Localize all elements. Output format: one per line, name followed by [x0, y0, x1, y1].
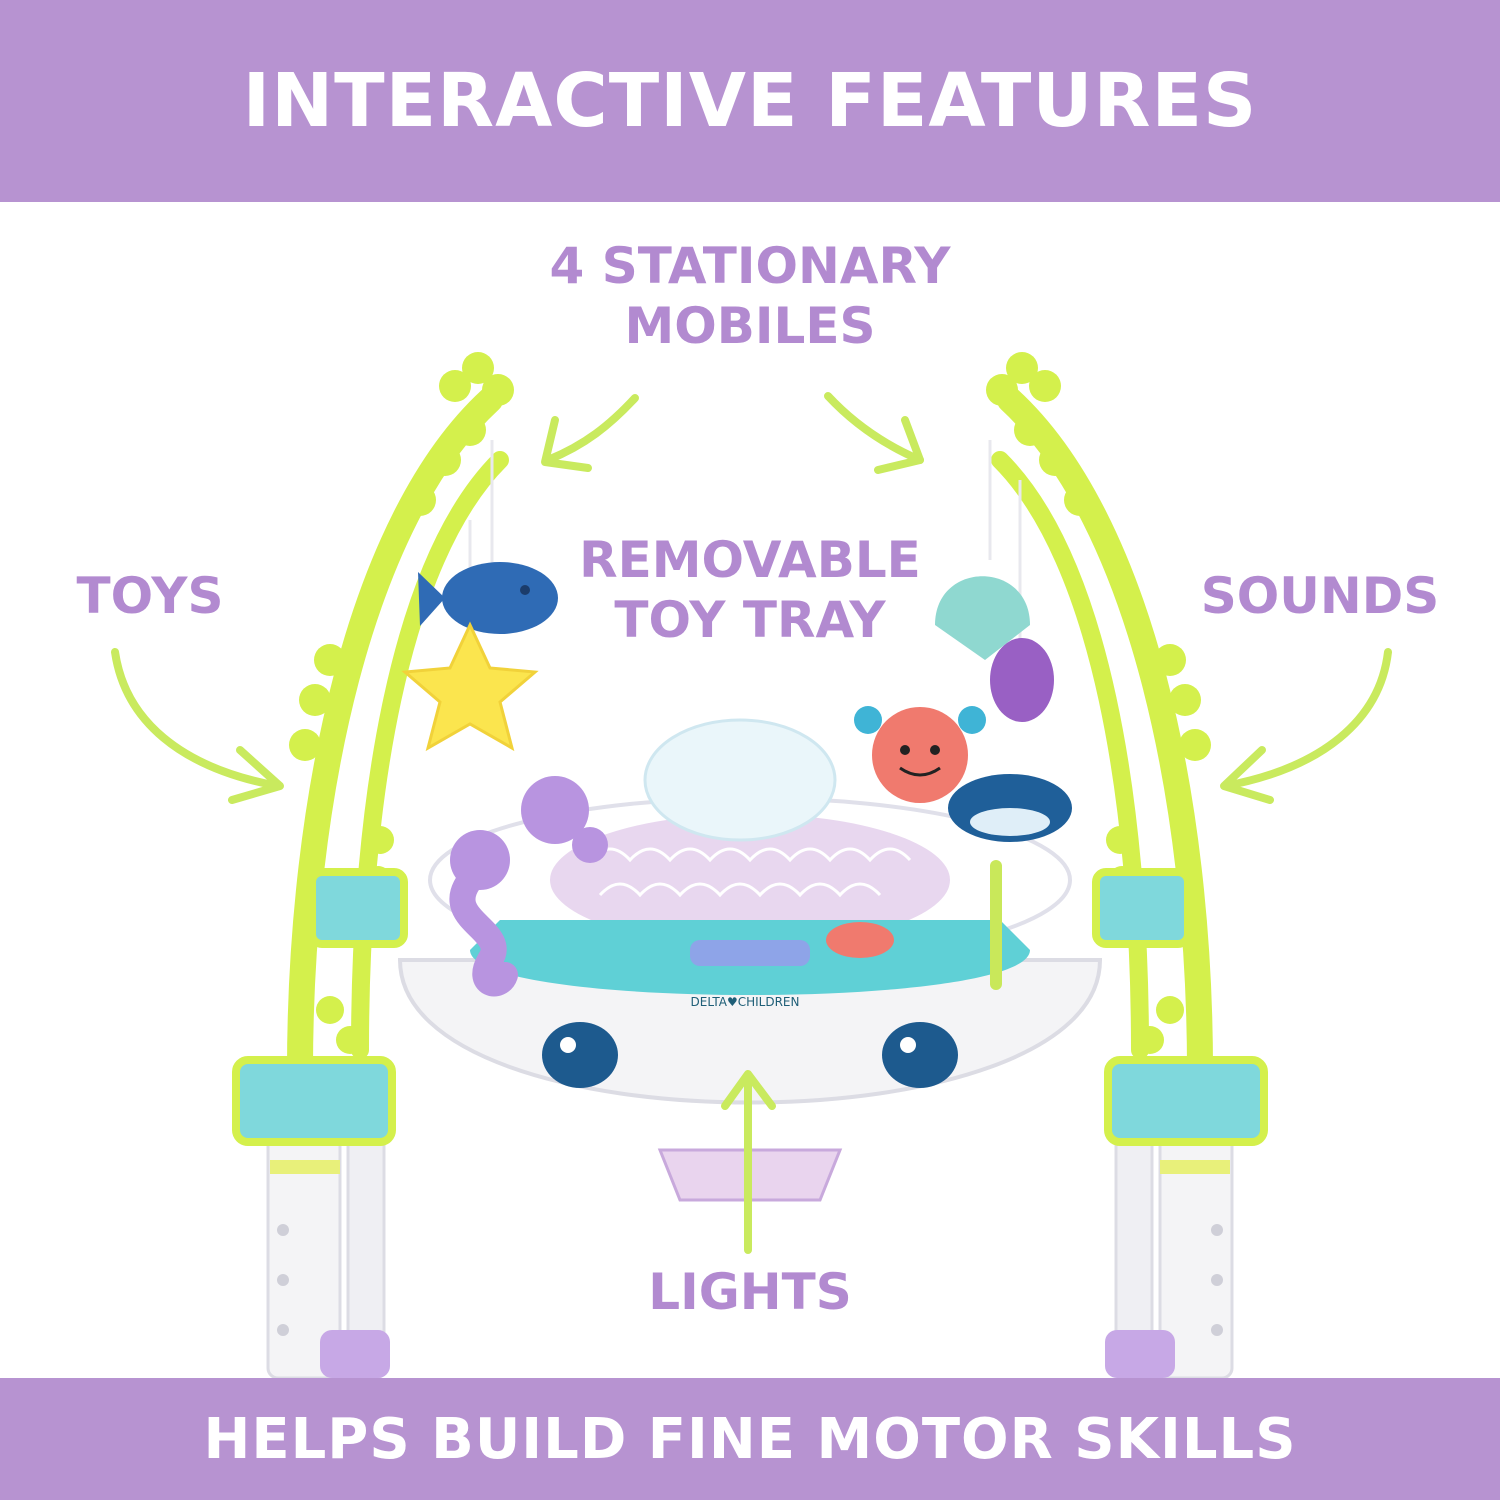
arrow-to-sounds: [1220, 648, 1392, 804]
leg-band: [270, 1160, 340, 1174]
leg-hole: [1211, 1324, 1223, 1336]
octopus-toy: [521, 776, 608, 863]
left-arch-scallops: [289, 352, 514, 1054]
dolphin-toy: [948, 774, 1072, 842]
callout-mobiles-line2: MOBILES: [624, 297, 876, 355]
arrow-to-left-mobile: [541, 394, 639, 472]
arrow-to-right-mobile: [824, 392, 924, 474]
leg-band: [1160, 1160, 1230, 1174]
water-dome: [643, 718, 837, 842]
right-eye-light: [882, 1022, 958, 1088]
leg-hole: [1211, 1224, 1223, 1236]
callout-lights-label: LIGHTS: [648, 1263, 852, 1321]
footer-title: HELPS BUILD FINE MOTOR SKILLS: [203, 1406, 1297, 1472]
callout-sounds: SOUNDS: [1170, 566, 1470, 626]
callout-tray: REMOVABLE TOY TRAY: [560, 530, 940, 650]
clam-toy: [826, 922, 894, 958]
leg-hole: [1211, 1274, 1223, 1286]
arrow-to-toys: [111, 648, 284, 804]
callout-lights: LIGHTS: [600, 1262, 900, 1322]
left-foot: [320, 1330, 390, 1378]
callout-mobiles: 4 STATIONARY MOBILES: [480, 236, 1020, 356]
header-title: INTERACTIVE FEATURES: [242, 58, 1258, 144]
toy-stem: [990, 860, 1002, 990]
purple-shell-mobile: [990, 638, 1054, 722]
leg-hole: [277, 1324, 289, 1336]
right-upper-joint: [1092, 868, 1192, 948]
callout-tray-line1: REMOVABLE: [579, 531, 921, 589]
left-eye-light: [542, 1022, 618, 1088]
fish-mobile: [418, 562, 558, 634]
right-lower-joint: [1104, 1056, 1268, 1146]
header-banner: INTERACTIVE FEATURES: [0, 0, 1500, 202]
callout-tray-line2: TOY TRAY: [614, 591, 886, 649]
leg-hole: [277, 1274, 289, 1286]
arrow-to-lights: [721, 1070, 776, 1254]
callout-mobiles-line1: 4 STATIONARY: [549, 237, 951, 295]
star-mobile: [401, 621, 539, 752]
seat-fabric-top: [550, 814, 950, 946]
left-lower-joint: [232, 1056, 396, 1146]
footer-banner: HELPS BUILD FINE MOTOR SKILLS: [0, 1378, 1500, 1500]
light-button-panel: [690, 940, 810, 966]
crab-toy: [854, 706, 986, 803]
brand-mark: DELTA♥CHILDREN: [691, 995, 800, 1009]
callout-toys: TOYS: [40, 566, 260, 626]
callout-sounds-label: SOUNDS: [1200, 567, 1440, 625]
callout-toys-label: TOYS: [76, 567, 224, 625]
left-upper-joint: [308, 868, 408, 948]
shell-mobile: [935, 576, 1030, 660]
right-foot: [1105, 1330, 1175, 1378]
seahorse-toy: [449, 830, 518, 997]
leg-hole: [277, 1224, 289, 1236]
scale-pattern: [588, 847, 912, 898]
